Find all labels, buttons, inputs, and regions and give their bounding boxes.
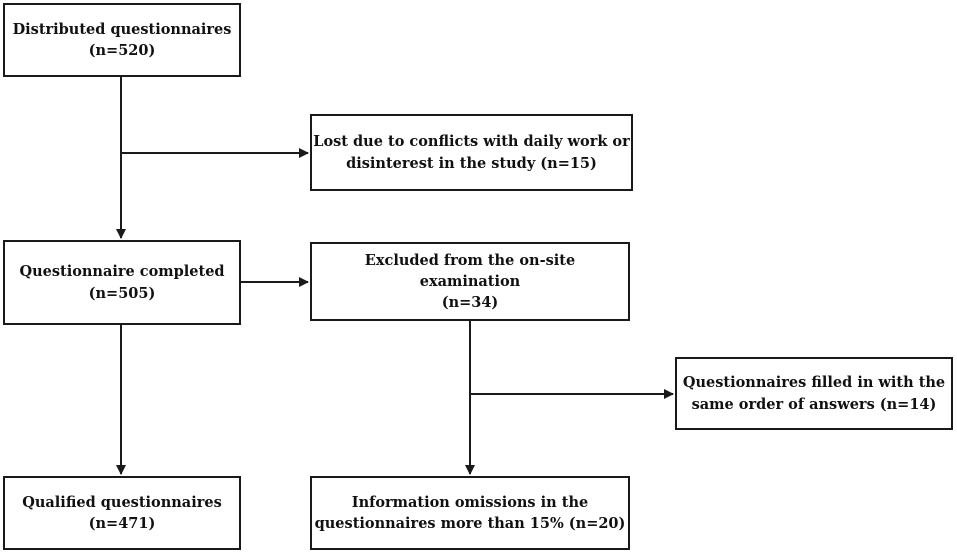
box-omissions-line1: Information omissions in the <box>351 493 589 511</box>
box-excluded: Excluded from the on-site examination (n… <box>310 242 630 321</box>
box-distributed-line2: (n=520) <box>88 42 156 59</box>
box-qualified-line2: (n=471) <box>88 515 156 532</box>
box-excluded-line1: Excluded from the on-site <box>364 251 576 269</box>
box-information-omissions: Information omissions in the questionnai… <box>310 476 630 550</box>
box-qualified-line1: Qualified questionnaires <box>22 493 222 511</box>
box-excluded-line2: examination <box>419 272 521 290</box>
box-omissions-line2: questionnaires more than 15% (n=20) <box>314 515 626 532</box>
box-distributed-line1: Distributed questionnaires <box>12 20 232 38</box>
box-qualified-questionnaires: Qualified questionnaires (n=471) <box>3 476 241 550</box>
box-distributed-questionnaires: Distributed questionnaires (n=520) <box>3 3 241 77</box>
box-same-order-line2: same order of answers (n=14) <box>691 395 937 413</box>
box-completed-line1: Questionnaire completed <box>19 263 225 281</box>
box-lost: Lost due to conflicts with daily work or… <box>310 114 633 191</box>
box-questionnaire-completed: Questionnaire completed (n=505) <box>3 240 241 325</box>
box-lost-line1: Lost due to conflicts with daily work or <box>313 133 630 151</box>
box-completed-line2: (n=505) <box>88 284 156 302</box>
box-same-order-line1: Questionnaires filled in with the <box>682 374 946 392</box>
box-lost-line2: disinterest in the study (n=15) <box>346 154 597 172</box>
box-excluded-line3: (n=34) <box>441 294 499 311</box>
box-same-order: Questionnaires filled in with the same o… <box>675 357 953 430</box>
